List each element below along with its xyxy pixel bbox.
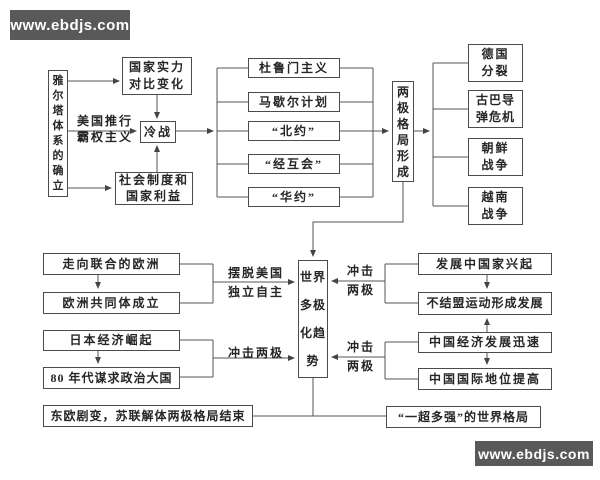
box-nonaligned-movement: 不结盟运动形成发展 [418,292,552,315]
box-ec-established: 欧洲共同体成立 [43,292,180,314]
box-national-strength: 国家实力 对比变化 [122,57,192,95]
box-developing-countries: 发展中国家兴起 [418,253,552,275]
watermark-top-left: www.ebdjs.com [10,10,130,40]
box-japan-political-power: 80 年代谋求政治大国 [43,367,180,389]
box-comecon: “经互会” [248,154,340,174]
box-china-status: 中国国际地位提高 [418,368,552,390]
label-independence: 摆脱美国 独立自主 [227,266,284,299]
box-japan-economic-rise: 日本经济崛起 [43,330,180,351]
label-impact-bipolar-right-bottom: 冲击 两极 [346,340,375,373]
box-nato: “北约” [248,121,340,141]
watermark-bottom-right: www.ebdjs.com [475,441,593,466]
label-impact-bipolar-left: 冲击两极 [227,346,284,360]
box-cuban-missile-crisis: 古巴导 弹危机 [468,90,523,128]
label-us-hegemony: 美国推行 霸权主义 [76,114,133,144]
box-yalta-system: 雅 尔 塔 体 系 的 确 立 [48,70,68,197]
box-social-system-interest: 社会制度和 国家利益 [115,172,193,205]
box-korean-war: 朝鲜 战争 [468,138,523,176]
box-germany-split: 德国 分裂 [468,44,523,82]
box-china-economy: 中国经济发展迅速 [418,332,552,353]
box-vietnam-war: 越南 战争 [468,187,523,225]
box-europe-union: 走向联合的欧洲 [43,253,180,275]
box-one-super-many-strong: “一超多强”的世界格局 [386,406,541,428]
box-truman-doctrine: 杜鲁门主义 [248,58,340,78]
box-bipolar-formation: 两 极 格 局 形 成 [392,81,414,182]
box-cold-war: 冷战 [140,121,176,143]
box-marshall-plan: 马歇尔计划 [248,92,340,112]
box-warsaw-pact: “华约” [248,187,340,207]
box-multipolar-trend: 世界 多极 化趋 势 [298,260,328,378]
label-impact-bipolar-right-top: 冲击 两极 [346,264,375,297]
box-soviet-collapse: 东欧剧变，苏联解体两极格局结束 [43,405,253,427]
